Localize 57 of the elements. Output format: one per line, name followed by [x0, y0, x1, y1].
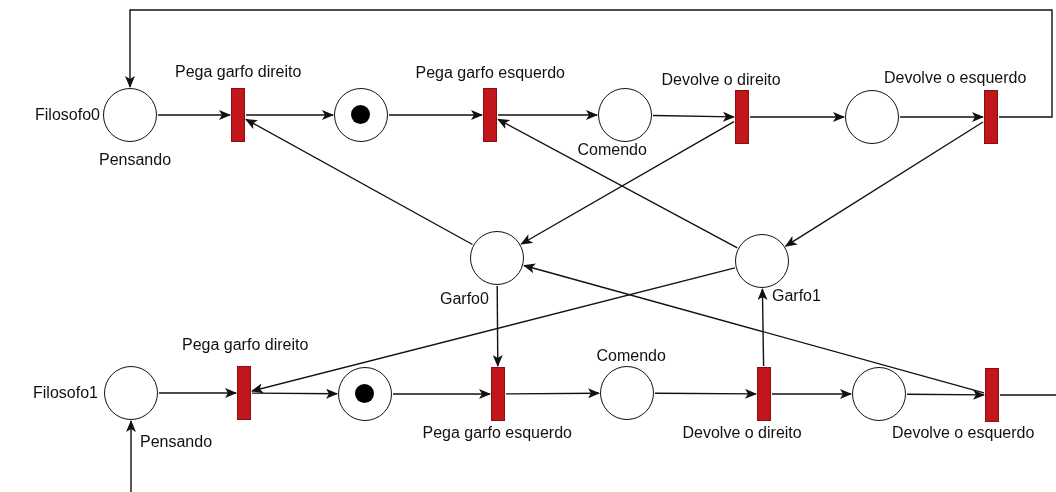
arrow: [652, 111, 735, 122]
place-label: Filosofo1: [33, 384, 98, 402]
arrow: [125, 9, 1053, 118]
transition-label: Pega garfo esquerdo: [422, 424, 572, 442]
transition-bar: [231, 88, 245, 142]
arrow: [126, 420, 136, 492]
place-circle: [470, 231, 524, 285]
place-label: Garfo1: [772, 287, 821, 305]
arrow: [388, 110, 483, 120]
arrow: [654, 388, 757, 399]
place-label: Comendo: [596, 347, 666, 365]
place-circle: [338, 367, 392, 421]
arrow: [899, 112, 984, 122]
transition-label: Devolve o direito: [682, 424, 802, 442]
transition-label: Pega garfo direito: [182, 336, 309, 354]
arrow: [158, 388, 237, 398]
place-circle: [600, 366, 654, 420]
arrow: [906, 389, 985, 400]
place-circle: [845, 90, 899, 144]
place-circle: [735, 234, 789, 288]
transition-bar: [985, 368, 999, 422]
transition-bar: [237, 366, 251, 420]
arrow: [757, 288, 768, 367]
arrow: [245, 118, 474, 246]
transition-bar: [491, 367, 505, 421]
place-label: Pensando: [99, 151, 172, 169]
arrow: [505, 388, 600, 399]
transition-bar: [483, 88, 497, 142]
arrow: [392, 389, 491, 399]
transition-label: Pega garfo esquerdo: [415, 64, 565, 82]
transition-bar: [757, 367, 771, 421]
place-label: Filosofo0: [35, 106, 100, 124]
place-circle: [598, 88, 652, 142]
transition-label: Devolve o direito: [661, 71, 781, 89]
arrow: [497, 110, 598, 120]
place-circle: [103, 88, 157, 142]
arrow: [771, 389, 852, 399]
arrow: [157, 110, 231, 120]
place-label: Pensando: [140, 433, 213, 451]
transition-label: Devolve o esquerdo: [884, 69, 1027, 87]
transition-label: Devolve o esquerdo: [892, 424, 1035, 442]
connector-line: [999, 394, 1056, 396]
transition-bar: [984, 90, 998, 144]
arrow: [492, 285, 503, 367]
arrow: [245, 110, 334, 120]
place-label: Comendo: [577, 141, 647, 159]
transition-label: Pega garfo direito: [175, 63, 302, 81]
arrow: [523, 263, 985, 394]
place-circle: [334, 88, 388, 142]
place-label: Garfo0: [440, 290, 489, 308]
place-circle: [852, 367, 906, 421]
arrow: [784, 121, 984, 247]
arrow: [251, 267, 736, 394]
arrow: [749, 112, 845, 122]
arrow: [251, 388, 338, 399]
place-circle: [104, 366, 158, 420]
transition-bar: [735, 90, 749, 144]
